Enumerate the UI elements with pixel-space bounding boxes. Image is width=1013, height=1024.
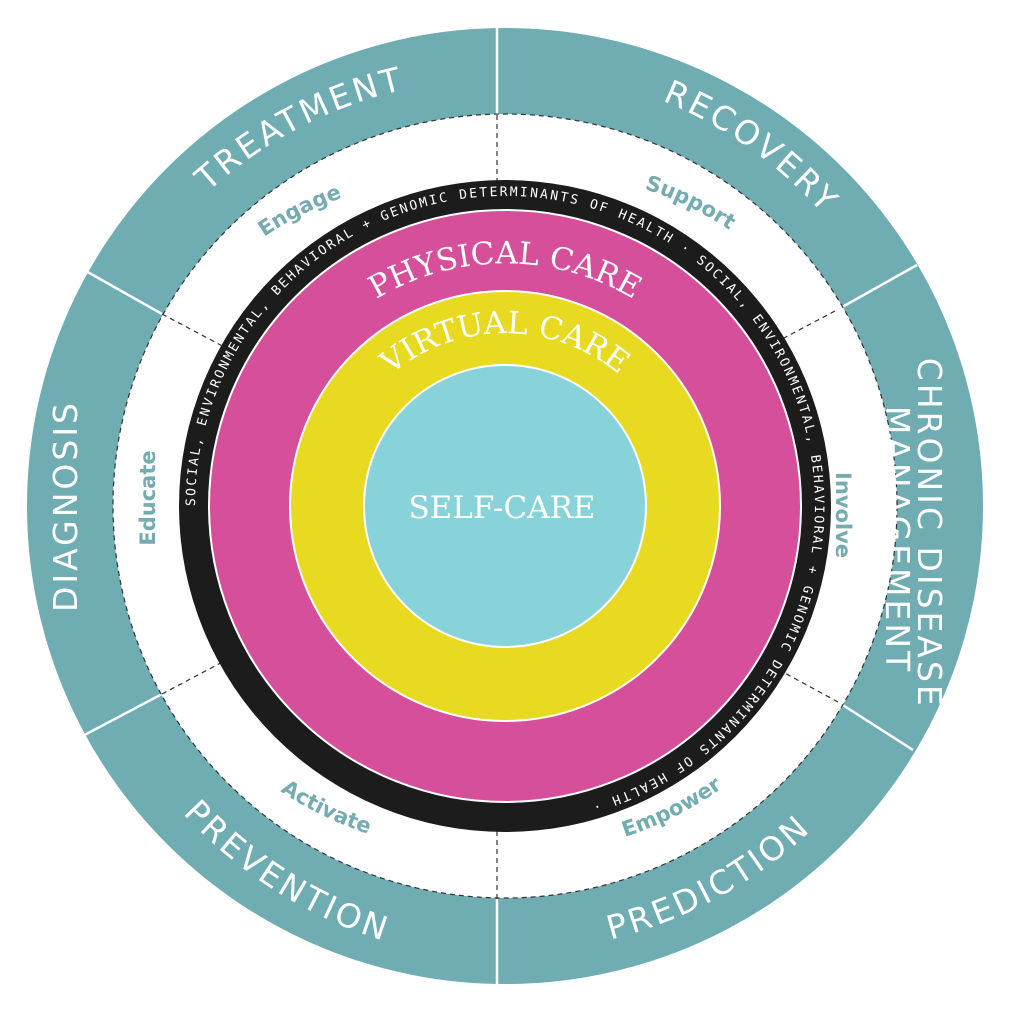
chronic-label-line-2: MANAGEMENT — [878, 406, 917, 674]
diagnosis-label: DIAGNOSIS — [46, 400, 85, 612]
chronic-label: CHRONIC DISEASE MANAGEMENT — [878, 358, 949, 723]
verb-educate: Educate — [136, 450, 160, 545]
self-care-label: SELF-CARE — [408, 490, 595, 526]
chronic-label-line-1: CHRONIC DISEASE — [910, 358, 949, 709]
outer-segment-dividers — [76, 26, 918, 986]
dashed-boundary — [112, 113, 898, 899]
verb-involve: Involve — [831, 472, 855, 558]
self-care-core — [363, 364, 647, 648]
